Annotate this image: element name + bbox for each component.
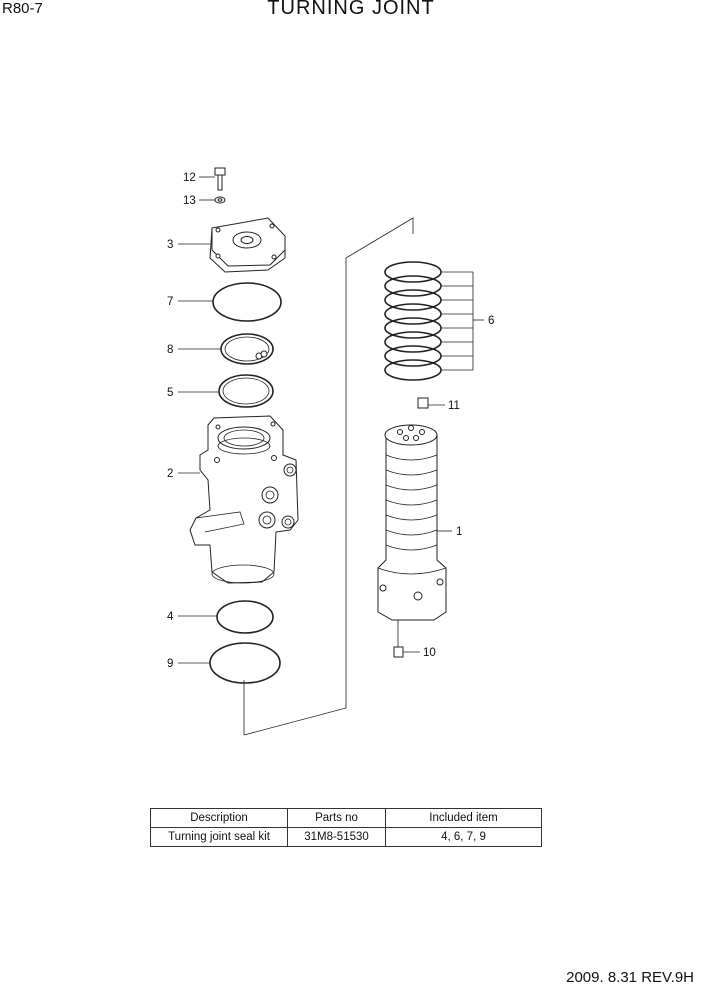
model-code: R80-7 [2, 0, 43, 17]
callout-13: 13 [183, 195, 196, 207]
revision-date: 2009. 8.31 REV.9H [566, 969, 694, 986]
callout-1: 1 [456, 526, 462, 538]
part-11-plug: 11 [417, 397, 460, 412]
table-header-row: Description Parts no Included item [150, 808, 542, 828]
part-10-plug: 10 [393, 620, 436, 659]
callout-6: 6 [488, 315, 494, 327]
callout-9: 9 [167, 658, 173, 670]
page-title: TURNING JOINT [267, 0, 435, 19]
part-7-o-ring: 7 [167, 282, 282, 322]
part-6-seal-stack: 6 [384, 261, 494, 381]
callout-4: 4 [167, 611, 174, 623]
callout-11: 11 [448, 400, 460, 412]
callout-3: 3 [167, 239, 173, 251]
column-header: Included item [385, 808, 542, 828]
part-12-bolt: 12 [183, 167, 226, 191]
column-header: Parts no [287, 808, 386, 828]
part-1-shaft: 1 [377, 424, 462, 621]
part-5-ring: 5 [167, 374, 274, 408]
table-cell: Turning joint seal kit [150, 827, 288, 847]
part-4-o-ring: 4 [167, 600, 274, 634]
part-8-snap-ring: 8 [167, 333, 274, 365]
part-9-o-ring: 9 [167, 642, 281, 684]
callout-2: 2 [167, 468, 173, 480]
callout-7: 7 [167, 296, 173, 308]
column-header: Description [150, 808, 288, 828]
callout-5: 5 [167, 387, 173, 399]
callout-12: 12 [183, 172, 196, 184]
table-cell: 31M8-51530 [287, 827, 386, 847]
assembly-boundary-line [243, 217, 414, 736]
table-row: Turning joint seal kit 31M8-51530 4, 6, … [150, 827, 542, 847]
table-cell: 4, 6, 7, 9 [385, 827, 542, 847]
part-13-washer: 13 [183, 195, 226, 207]
callout-8: 8 [167, 344, 173, 356]
seal-kit-table: Description Parts no Included item Turni… [150, 808, 542, 847]
part-2-hub: 2 [167, 415, 299, 584]
callout-10: 10 [423, 647, 436, 659]
part-3-cover: 3 [167, 217, 286, 273]
